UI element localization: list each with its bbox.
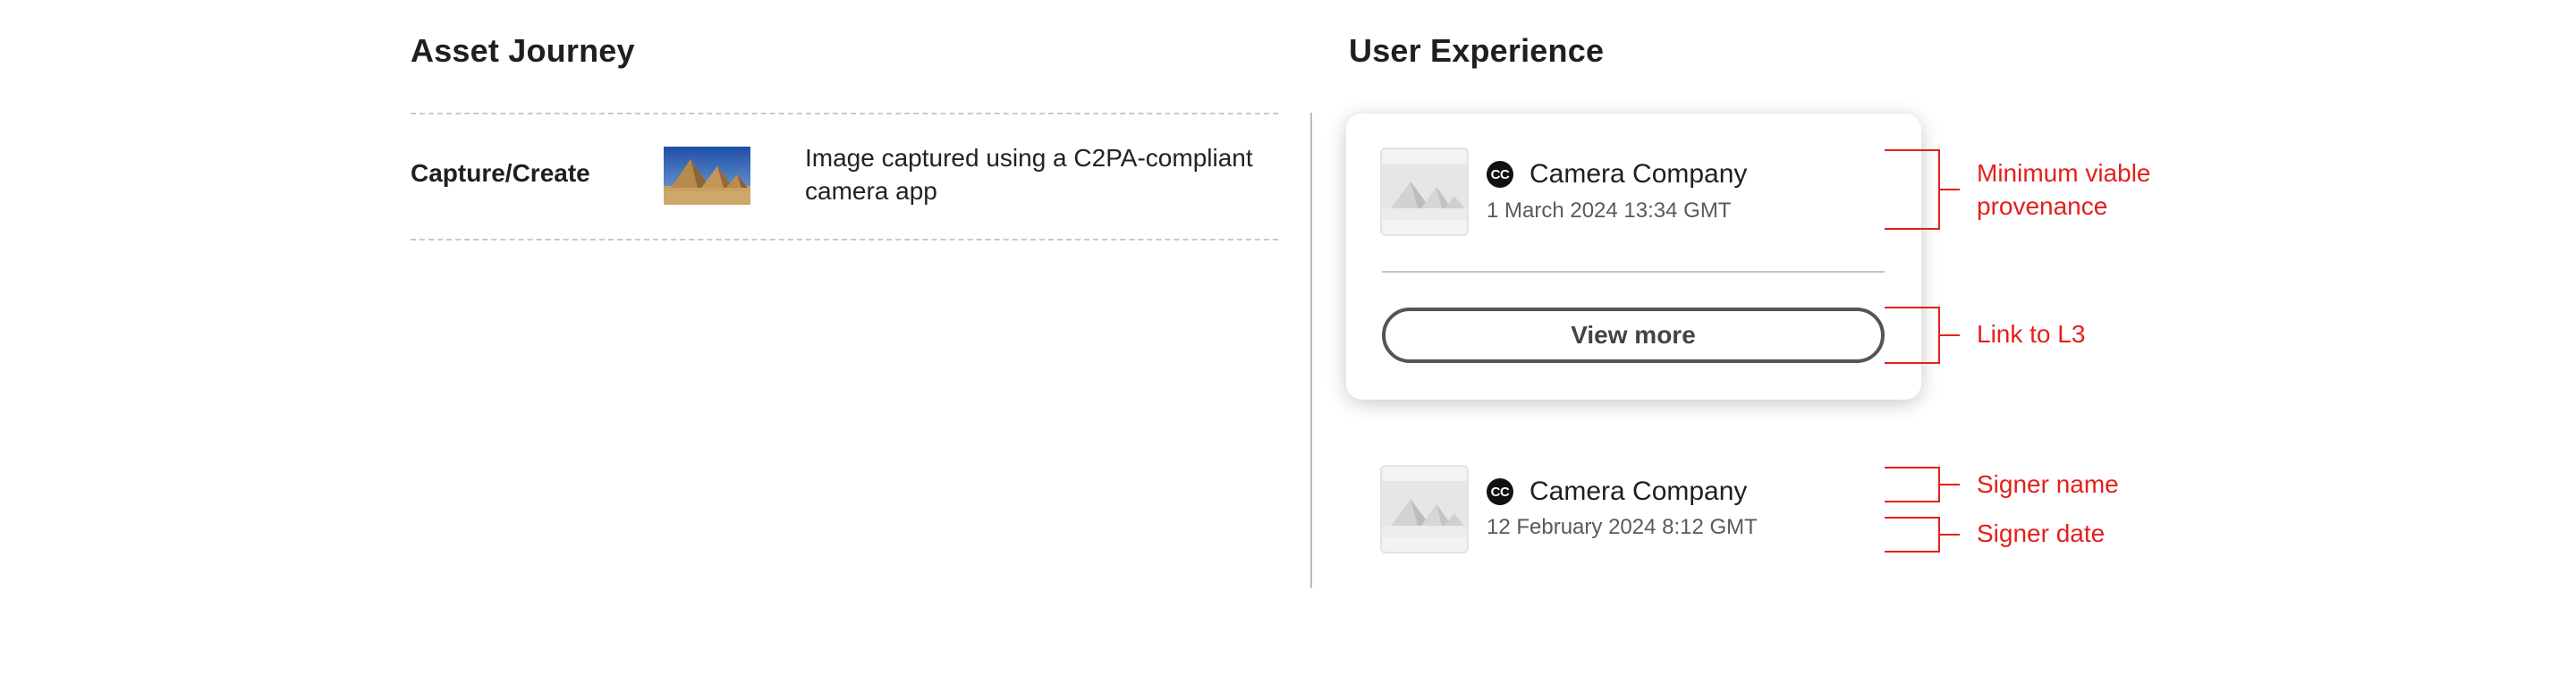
- annotation-signer-name: Signer name: [1977, 470, 2119, 498]
- asset-journey-title: Asset Journey: [411, 32, 635, 69]
- signer-name-bracket: [1885, 467, 1940, 502]
- signer-date-bracket-tick: [1940, 534, 1960, 536]
- annotation-link: Link to L3: [1977, 320, 2086, 348]
- minimum-viable-bracket-tick: [1940, 189, 1960, 190]
- stage-label: Capture/Create: [411, 159, 590, 187]
- signer-date: 12 February 2024 8:12 GMT: [1487, 515, 1758, 539]
- column-divider: [1310, 113, 1312, 588]
- view-more-button[interactable]: View more: [1382, 308, 1885, 363]
- row-divider-top: [411, 113, 1278, 114]
- annotation-minimum-viable: Minimum viable provenance: [1977, 159, 2151, 220]
- link-bracket: [1885, 307, 1940, 364]
- signer-name: Camera Company: [1530, 477, 1748, 506]
- link-bracket-tick: [1940, 334, 1960, 336]
- signer-name-bracket-tick: [1940, 484, 1960, 485]
- entry-thumbnail: [1380, 465, 1469, 553]
- minimum-viable-bracket: [1885, 149, 1940, 230]
- card-thumbnail: [1380, 148, 1469, 236]
- cc-logo-icon: CC: [1487, 478, 1513, 505]
- signer-date-bracket: [1885, 517, 1940, 553]
- annotation-signer-date: Signer date: [1977, 519, 2106, 547]
- pyramids-photo-thumbnail: [664, 147, 750, 205]
- signer-name: Camera Company: [1530, 159, 1748, 189]
- row-divider-bottom: [411, 239, 1278, 241]
- cc-logo-icon: CC: [1487, 161, 1513, 188]
- card-separator: [1382, 271, 1885, 273]
- user-experience-title: User Experience: [1349, 32, 1605, 69]
- signer-date: 1 March 2024 13:34 GMT: [1487, 198, 1732, 223]
- step-description: Image captured using a C2PA-compliant ca…: [805, 144, 1253, 205]
